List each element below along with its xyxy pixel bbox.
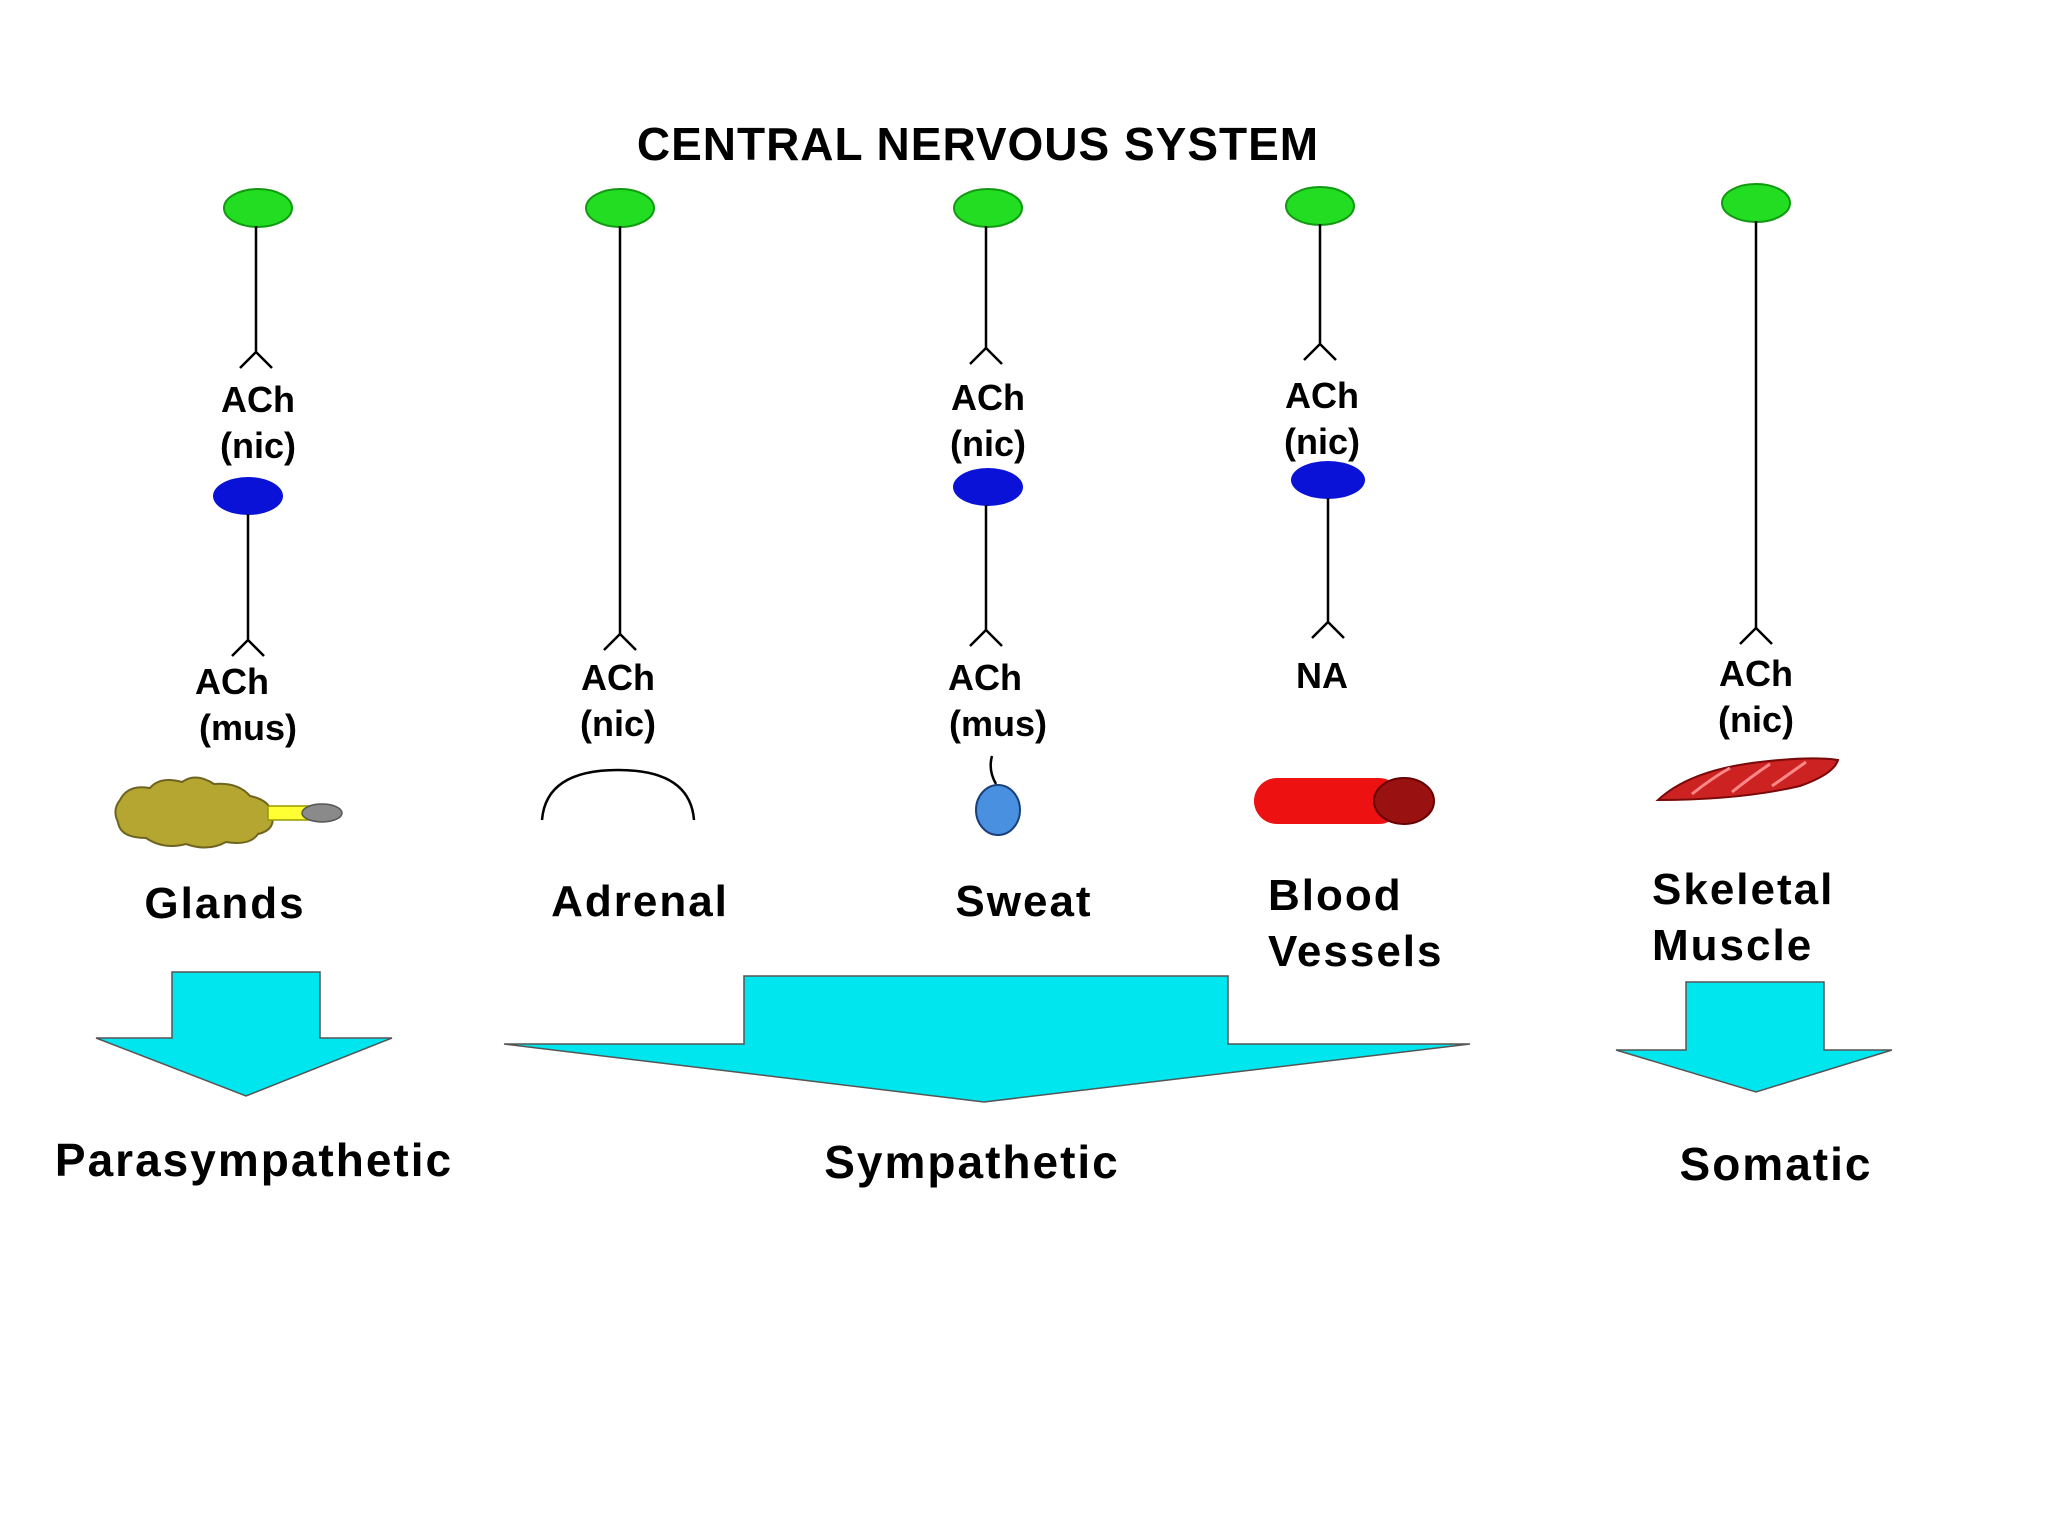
- sympathetic-label: Sympathetic: [824, 1136, 1120, 1188]
- somatic-arrow: [1615, 981, 1893, 1093]
- organ-label: Blood: [1268, 871, 1403, 920]
- organ-label: Sweat: [955, 877, 1092, 926]
- synaptic-terminal: [1303, 342, 1337, 361]
- organ-label: Vessels: [1268, 927, 1444, 976]
- adrenal-pathway: ACh (nic) Adrenal: [540, 188, 729, 926]
- skeletal-muscle-pathway: ACh (nic) Skeletal Muscle: [1652, 183, 1840, 970]
- adrenal-icon: [540, 768, 696, 821]
- receptor-label: (nic): [1284, 421, 1360, 462]
- skeletal-muscle-icon: [1655, 757, 1840, 802]
- neurotransmitter-label: ACh: [948, 657, 1022, 698]
- synaptic-terminal: [1311, 620, 1345, 639]
- blood-vessel-icon: [1254, 777, 1435, 825]
- neurotransmitter-label: ACh: [1719, 653, 1793, 694]
- sympathetic-arrow: [503, 975, 1471, 1103]
- somatic-label: Somatic: [1680, 1138, 1873, 1190]
- organ-label: Muscle: [1652, 921, 1813, 970]
- organ-label: Skeletal: [1652, 865, 1834, 914]
- receptor-label: (nic): [580, 703, 656, 744]
- neurotransmitter-label: ACh: [951, 377, 1025, 418]
- synaptic-terminal: [969, 346, 1003, 365]
- organ-label: Glands: [144, 879, 305, 928]
- receptor-label: (mus): [949, 703, 1047, 744]
- blood-vessels-pathway: ACh (nic) NA Blood Vessels: [1254, 186, 1444, 976]
- neurotransmitter-label: ACh: [581, 657, 655, 698]
- preganglionic-cell-body: [1285, 186, 1355, 226]
- ganglion-cell-body: [213, 477, 283, 515]
- parasympathetic-label: Parasympathetic: [55, 1134, 453, 1186]
- receptor-label: (nic): [220, 425, 296, 466]
- receptor-label: (nic): [1718, 699, 1794, 740]
- diagram-title: CENTRAL NERVOUS SYSTEM: [637, 118, 1319, 170]
- synaptic-terminal: [231, 638, 265, 657]
- preganglionic-cell-body: [953, 188, 1023, 228]
- synaptic-terminal: [1739, 626, 1773, 645]
- neurotransmitter-label: ACh: [1285, 375, 1359, 416]
- gland-icon: [114, 776, 343, 849]
- preganglionic-cell-body: [223, 188, 293, 228]
- sweat-pathway: ACh (nic) ACh (mus) Sweat: [948, 188, 1092, 926]
- ganglion-cell-body: [1291, 461, 1365, 499]
- receptor-label: (nic): [950, 423, 1026, 464]
- synaptic-terminal: [603, 632, 637, 651]
- sweat-gland-icon: [975, 755, 1021, 836]
- glands-pathway: ACh (nic) ACh (mus) Glands: [114, 188, 343, 928]
- synaptic-terminal: [969, 628, 1003, 647]
- motor-neuron-cell-body: [1721, 183, 1791, 223]
- receptor-label: (mus): [199, 707, 297, 748]
- ganglion-cell-body: [953, 468, 1023, 506]
- parasympathetic-arrow: [95, 971, 393, 1097]
- neurotransmitter-label: ACh: [221, 379, 295, 420]
- neurotransmitter-label: NA: [1296, 655, 1348, 696]
- synaptic-terminal: [239, 350, 273, 369]
- neurotransmitter-label: ACh: [195, 661, 269, 702]
- organ-label: Adrenal: [551, 877, 729, 926]
- preganglionic-cell-body: [585, 188, 655, 228]
